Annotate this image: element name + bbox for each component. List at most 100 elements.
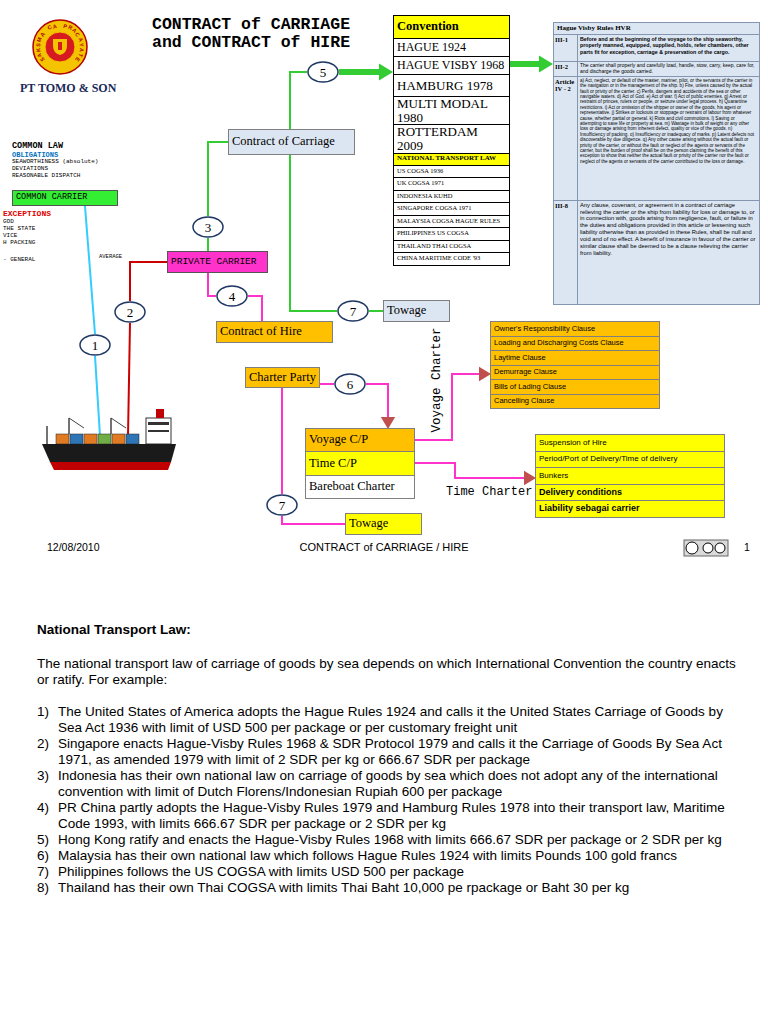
connector-line [414,463,528,478]
table-row: PHILIPPINES US COGSA [394,227,509,240]
row-label: Voyage C/P [309,433,411,446]
list-item: AVERAGE [98,254,123,260]
connector-line [248,296,262,321]
leader-line [128,323,130,436]
callout-ellipse [193,217,223,237]
section-heading: EXCEPTIONS [3,209,51,218]
callout-ellipse [308,62,338,82]
table-row: MALAYSIA COGSA HAGUE RULES [394,215,509,228]
row-label: Time C/P [309,457,411,470]
ship-container [56,434,69,444]
table-row: MULTI MODAL 1980 [394,96,509,124]
table-row: Article IV - 2a) Act, neglect, or defaul… [554,76,759,200]
row-label: Bills of Lading Clause [494,383,656,391]
table-row: Liability sebagai carrier [536,501,724,518]
list-text: The United States of America adopts the … [58,704,737,736]
connector-group [282,516,345,524]
row-label: Bunkers [539,472,721,480]
ship-container [70,434,83,444]
ship-windows [148,422,169,425]
footer-date: 12/08/2010 [47,541,100,553]
arrowhead [379,64,393,81]
list-text: Hong Kong ratify and enacts the Hague-Vi… [58,832,737,848]
connector-group [248,296,262,321]
connector-group [208,273,216,296]
box-label: Charter Party [249,371,316,385]
row-label: III-2 [554,62,578,76]
list-row: 8)Thailand has their own Thai COGSA with… [37,880,737,896]
list-text: Indonesia has their own national law on … [58,768,737,800]
list-number: 8) [37,880,58,896]
table-row: THAILAND THAI COGSA [394,240,509,253]
connector-line [290,72,307,129]
list-item: VICE [3,233,17,240]
list-row: 7)Philippines follows the US COGSA with … [37,864,737,880]
list-item: THE STATE [3,226,35,233]
list-item: - GENERAL [3,257,35,264]
row-text: Any clause, covenant, or agreement in a … [578,201,759,304]
row-label: MALAYSIA COGSA HAGUE RULES [397,218,506,225]
table-row: Suspension of Hire [536,435,724,452]
connector-group [366,384,395,429]
process-box: Contract of Hire [216,321,333,343]
callout-circle: 7 [337,300,369,322]
table-row: Bills of Lading Clause [491,380,659,395]
table-row: Laytime Clause [491,351,659,366]
callout-number: 4 [229,290,236,303]
list-row: 3)Indonesia has their own national law o… [37,768,737,800]
table-box: ConventionHAGUE 1924HAGUE VISBY 1968HAMB… [393,15,510,266]
row-label: Owner's Responsibility Clause [494,325,656,333]
table-row: US COGSA 1936 [394,165,509,178]
connector-group [339,64,393,81]
callout-number: 7 [279,499,286,512]
callout-ellipse [217,286,247,306]
row-label: Demurrage Clause [494,368,656,376]
connector-line [208,273,216,296]
table-row: HAMBURG 1978 [394,74,509,96]
licence-symbol [703,543,713,553]
row-label: THAILAND THAI COGSA [397,243,506,250]
ship-mast [46,426,48,444]
process-box: PRIVATE CARRIER [167,251,268,273]
row-label: INDONESIA KUHD [397,193,506,200]
table-row: Demurrage Clause [491,366,659,381]
callout-circle: 6 [334,373,366,395]
callout-circle: 1 [79,334,111,356]
leader-line [95,356,100,436]
ship-container [112,434,125,444]
callout-ellipse [80,335,110,355]
list-text: Thailand has their own Thai COGSA with l… [58,880,737,896]
table-header: Hague Visby Rules HVR [554,23,759,34]
process-box: Charter Party [245,367,320,388]
ship-bridge [146,418,171,444]
connector-line [414,374,483,440]
connector-line [207,238,209,251]
connector-line [320,383,334,385]
group-label: Voyage Charter [430,327,444,432]
ship-crane [111,418,126,428]
row-label: UK COGSA 1971 [397,180,506,187]
row-text: Before and at the beginning of the voyag… [578,35,759,61]
callout-number: 7 [350,305,357,318]
table-row: Owner's Responsibility Clause [491,322,659,337]
list-row: 1)The United States of America adopts th… [37,704,737,736]
row-label: Delivery conditions [539,488,721,497]
connector-group [290,155,337,311]
list-row: 2)Singapore enacts Hague-Visby Rules 196… [37,736,737,768]
row-label: SINGAPORE COGSA 1971 [397,205,506,212]
list-text: PR China partly adopts the Hague-Visby R… [58,800,737,832]
box-label: Contract of Hire [220,325,329,339]
callout-circle: 5 [307,61,339,83]
list-row: 4)PR China partly adopts the Hague-Visby… [37,800,737,832]
ship-crane [110,418,112,434]
connector-line [130,262,167,301]
list-item: H PACKING [3,240,35,247]
connector-group [208,238,209,251]
connector-line [366,384,388,421]
box-stack: Suspension of HirePeriod/Port of Deliver… [535,434,725,518]
connector-line [509,61,543,67]
document-heading: National Transport Law: [37,622,737,638]
process-box: COMMON CARRIER [12,190,118,206]
row-label: ROTTERDAM 2009 [397,125,506,152]
list-item: GOD [3,219,14,226]
